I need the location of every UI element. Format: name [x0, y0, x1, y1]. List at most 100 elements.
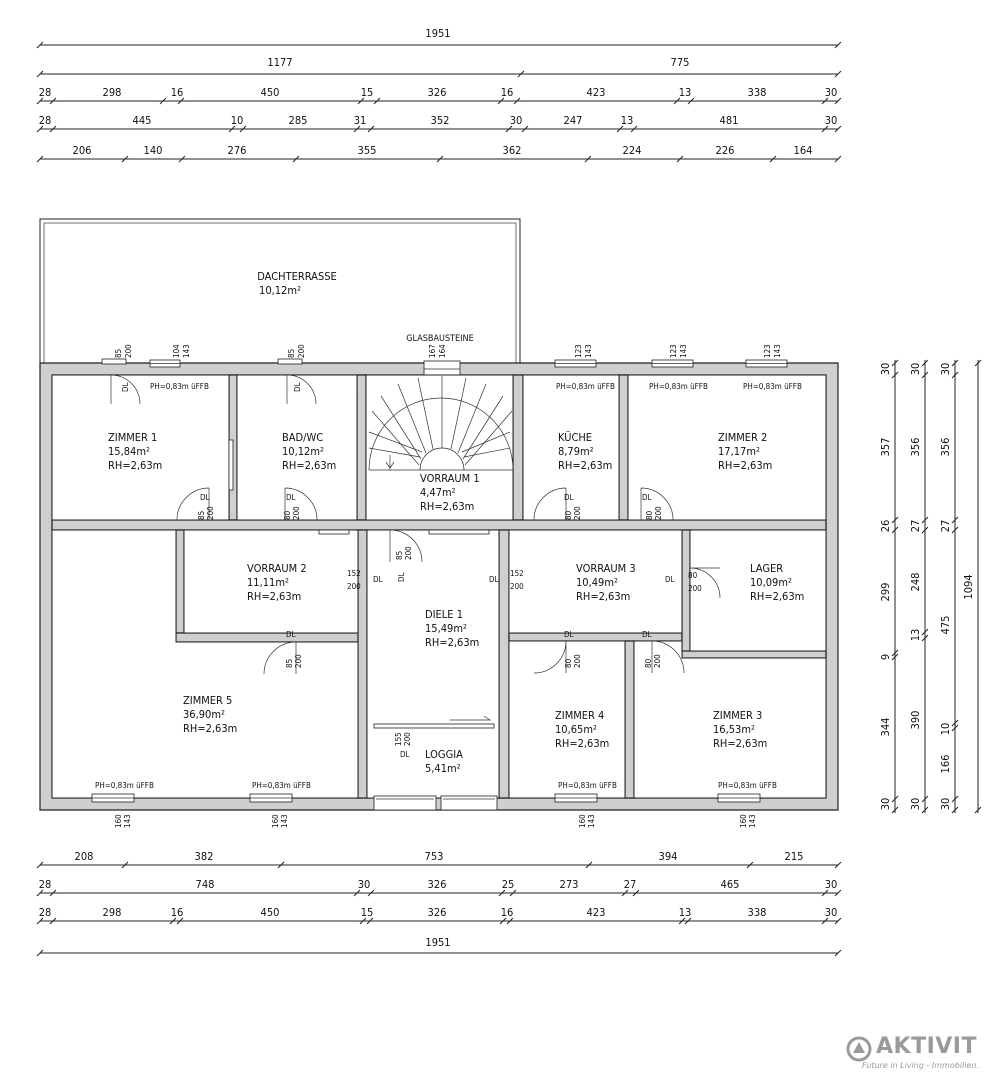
room-height-lager: RH=2,63m — [750, 590, 804, 603]
dim-top-row4: 445 — [133, 114, 152, 127]
dim-bottom-row2: 465 — [721, 878, 740, 891]
door-dl-label: DL — [489, 575, 499, 584]
room-area-zimmer2: 17,17m² — [718, 445, 760, 458]
room-area-zimmer1: 15,84m² — [108, 445, 150, 458]
dim-top-row5: 276 — [228, 144, 247, 157]
dim-right-col2: 27 — [909, 520, 922, 533]
dim-right-col3: 30 — [939, 363, 952, 376]
door-dim: 200 — [573, 654, 582, 668]
room-area-loggia: 5,41m² — [425, 762, 461, 775]
dim-top-row5: 224 — [623, 144, 642, 157]
dim-bottom-row3: 13 — [679, 906, 692, 919]
brand-logo: AKTIVIT Future in Living - Immobilien. — [842, 1034, 992, 1074]
room-area-vorraum2: 11,11m² — [247, 576, 289, 589]
door-dim: 80 — [564, 658, 573, 668]
dim-bottom-total: 1951 — [425, 936, 450, 949]
dim-top-row2: 1177 — [267, 56, 292, 69]
dim-bottom-row3: 298 — [103, 906, 122, 919]
door-dim: 200 — [124, 344, 133, 358]
dim-bottom-row1: 215 — [785, 850, 804, 863]
dim-right-col2: 390 — [909, 711, 922, 730]
door-dim: 85 — [395, 551, 404, 560]
room-name-kueche: KÜCHE — [558, 431, 592, 444]
dim-top-row5: 140 — [144, 144, 163, 157]
window-dim: 143 — [773, 344, 782, 358]
dim-top-row4: 10 — [231, 114, 244, 127]
top-windows — [101, 358, 788, 368]
door-dim: 200 — [688, 584, 702, 593]
door-dl-label: DL — [293, 382, 302, 392]
parapet-label: PH=0,83m üFFB — [556, 382, 615, 391]
bottom-dimensions: 208 382 753 394 215 28 748 30 326 25 273… — [36, 850, 842, 957]
door-dim: 80 — [688, 571, 698, 580]
dim-top-row2: 775 — [671, 56, 690, 69]
dim-top-row5: 164 — [794, 144, 813, 157]
dim-top-row3: 423 — [587, 86, 606, 99]
dim-right-total: 1094 — [962, 574, 975, 599]
door-dim: 80 — [644, 658, 653, 668]
dim-top-row5: 355 — [358, 144, 377, 157]
staircase — [368, 376, 514, 471]
dim-top-row3: 30 — [825, 86, 838, 99]
window-dim: 143 — [584, 344, 593, 358]
dim-top-row4: 285 — [289, 114, 308, 127]
dim-bottom-row3: 15 — [361, 906, 374, 919]
door-dim: 200 — [403, 732, 412, 746]
window-dim: 143 — [679, 344, 688, 358]
door-dl-label: DL — [373, 575, 383, 584]
door-dim: 200 — [404, 546, 413, 560]
dim-top-row3: 338 — [748, 86, 767, 99]
dim-top-row5: 226 — [716, 144, 735, 157]
dim-bottom-row2: 326 — [428, 878, 447, 891]
parapet-label: PH=0,83m üFFB — [558, 781, 617, 790]
room-height-bad: RH=2,63m — [282, 459, 336, 472]
dim-bottom-row3: 450 — [261, 906, 280, 919]
window-dim: 143 — [587, 814, 596, 828]
room-height-zimmer3: RH=2,63m — [713, 737, 767, 750]
room-area-dachterrasse: 10,12m² — [259, 284, 301, 297]
room-floors — [52, 375, 826, 798]
window-dim: 160 — [578, 814, 587, 828]
parapet-label: PH=0,83m üFFB — [718, 781, 777, 790]
dim-right-col3: 27 — [939, 520, 952, 533]
dim-top-row3: 13 — [679, 86, 692, 99]
room-area-bad: 10,12m² — [282, 445, 324, 458]
door-dim: 152 — [510, 569, 524, 578]
dim-top-row5: 206 — [73, 144, 92, 157]
door-dim: 155 — [394, 732, 403, 746]
room-area-zimmer4: 10,65m² — [555, 723, 597, 736]
dim-right-col1: 30 — [879, 363, 892, 376]
dim-right-col2: 13 — [909, 629, 922, 642]
dim-bottom-row1: 394 — [659, 850, 678, 863]
room-area-lager: 10,09m² — [750, 576, 792, 589]
door-dim: 85 — [197, 511, 206, 520]
door-dl-label: DL — [564, 630, 574, 639]
room-name-vorraum3: VORRAUM 3 — [576, 562, 636, 575]
dim-bottom-row1: 753 — [425, 850, 444, 863]
door-dim: 200 — [653, 654, 662, 668]
roof-terrace: DACHTERRASSE 10,12m² GLASBAUSTEINE — [39, 218, 521, 364]
room-name-dachterrasse: DACHTERRASSE — [257, 270, 337, 283]
dim-right-col1: 357 — [879, 438, 892, 457]
room-height-zimmer2: RH=2,63m — [718, 459, 772, 472]
room-name-vorraum2: VORRAUM 2 — [247, 562, 307, 575]
bottom-windows — [91, 793, 761, 811]
room-height-kueche: RH=2,63m — [558, 459, 612, 472]
dim-top-row3: 298 — [103, 86, 122, 99]
door-dl-label: DL — [397, 572, 406, 582]
aktivit-logo-icon — [846, 1036, 872, 1062]
room-name-lager: LAGER — [750, 562, 783, 575]
dim-top-row4: 13 — [621, 114, 634, 127]
dim-right-col1: 299 — [879, 583, 892, 602]
dim-bottom-row2: 30 — [358, 878, 371, 891]
room-height-zimmer1: RH=2,63m — [108, 459, 162, 472]
dim-bottom-row2: 748 — [196, 878, 215, 891]
dim-right-col3: 30 — [939, 798, 952, 811]
door-dim: 200 — [347, 582, 361, 591]
dim-bottom-row3: 423 — [587, 906, 606, 919]
dim-top-row3: 326 — [428, 86, 447, 99]
parapet-label: PH=0,83m üFFB — [150, 382, 209, 391]
dim-top-row3: 16 — [501, 86, 514, 99]
window-dim: 160 — [739, 814, 748, 828]
dim-top-row5: 362 — [503, 144, 522, 157]
